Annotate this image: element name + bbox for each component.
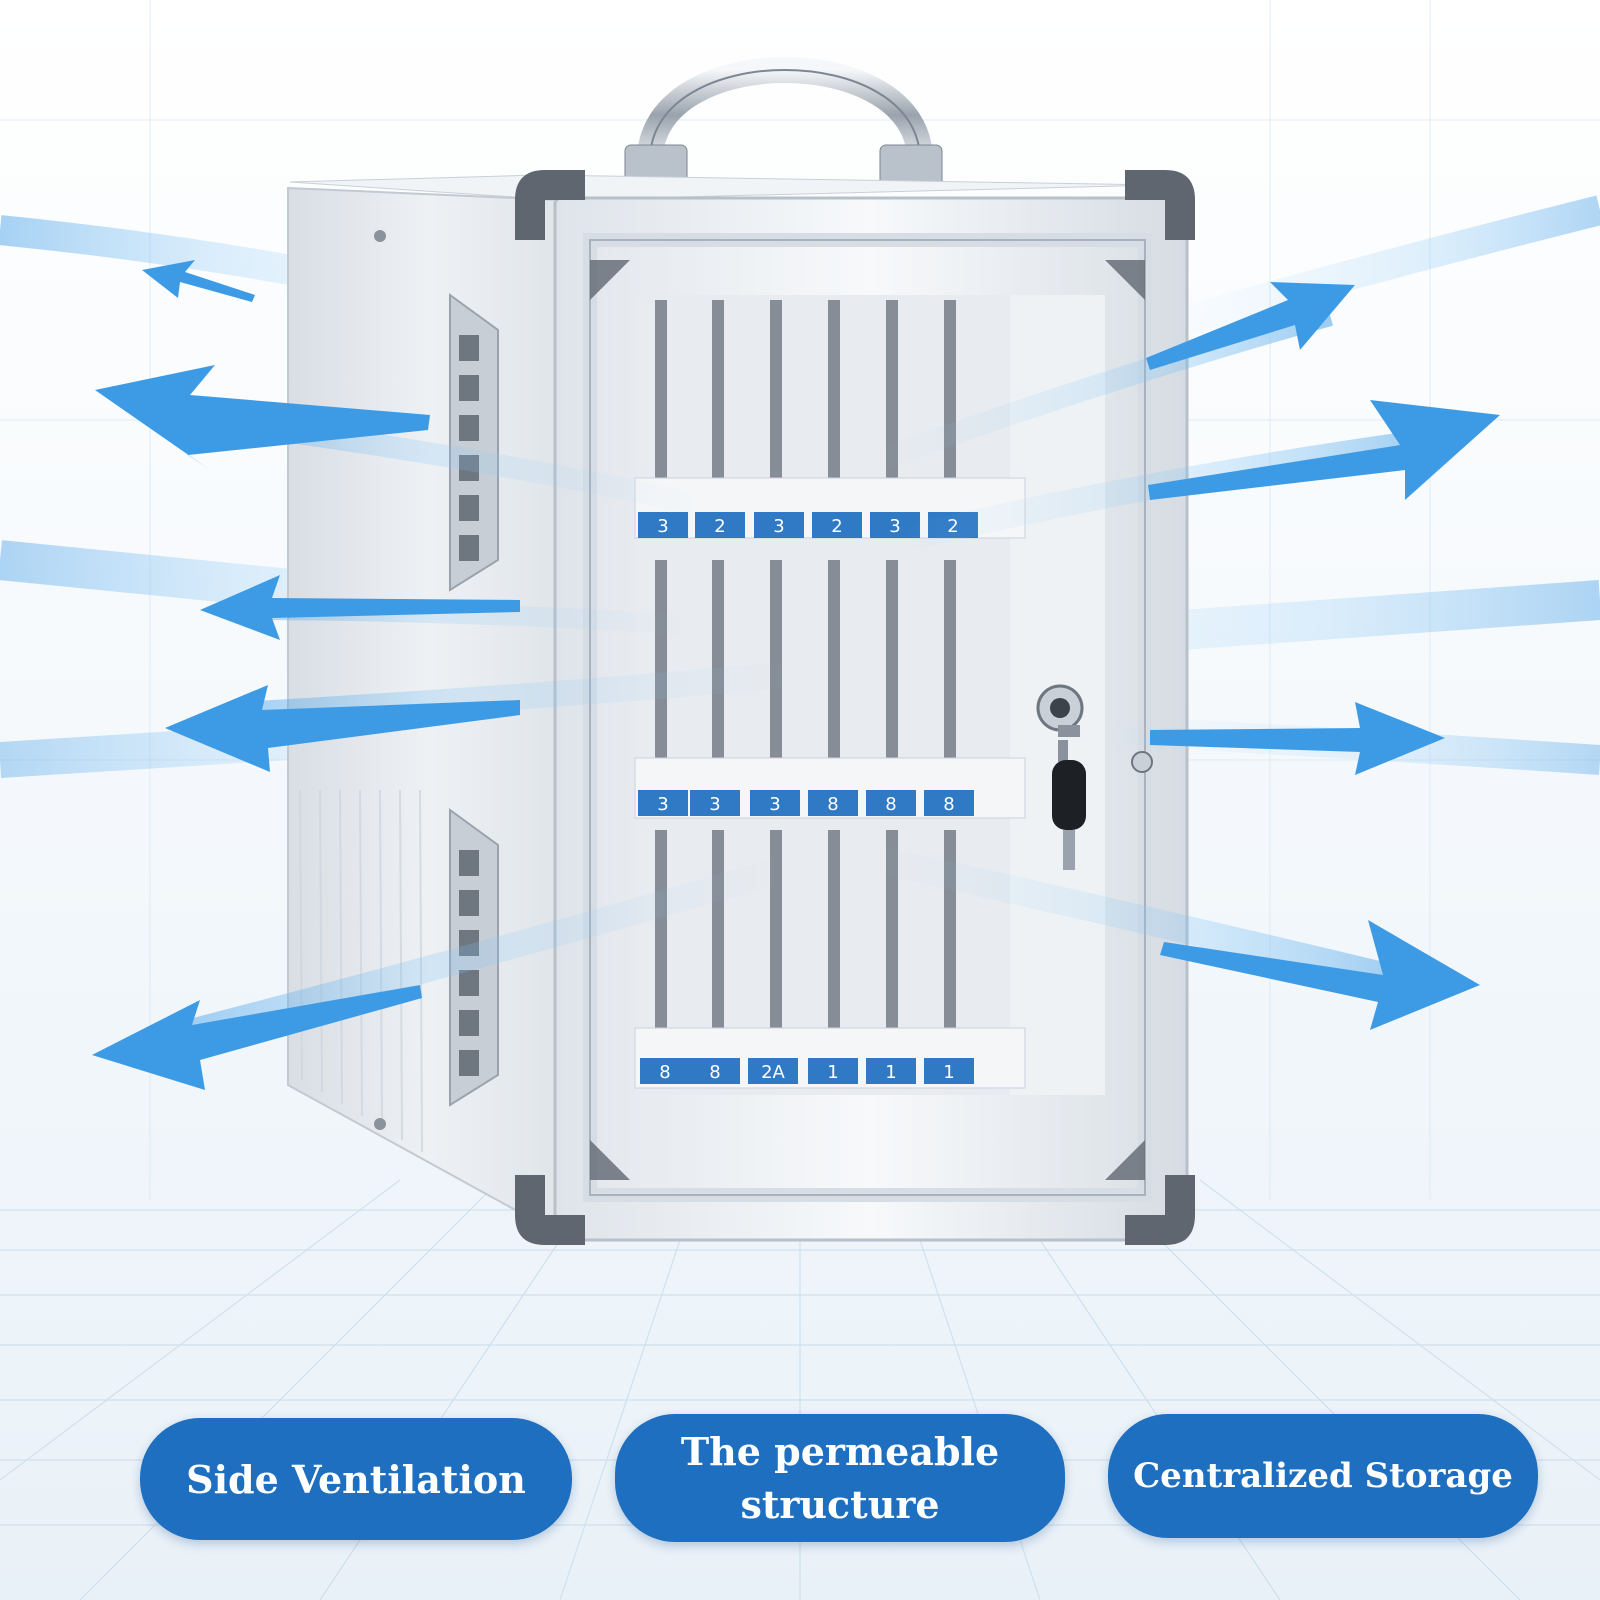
side-ventilation-text: Side Ventilation <box>186 1456 526 1502</box>
slot-tag <box>808 1058 858 1084</box>
slot-tag-label: 8 <box>659 1062 670 1083</box>
key-lock-icon[interactable] <box>1036 684 1153 870</box>
slot-tag-label: 3 <box>769 794 780 815</box>
key-fob <box>1052 760 1086 830</box>
slot-tag-label: 3 <box>889 516 900 537</box>
slot-tag <box>812 512 862 538</box>
slot-tag-label: 8 <box>885 794 896 815</box>
centralized-storage-label: Centralized Storage <box>1108 1414 1538 1538</box>
slot-tag <box>695 512 745 538</box>
centralized-storage-text: Centralized Storage <box>1133 1456 1513 1496</box>
slot-tag-label: 8 <box>709 1062 720 1083</box>
permeable-structure-label: The permeable structure <box>615 1414 1065 1542</box>
slot-tag <box>866 790 916 816</box>
slot-row-2: 3 3 3 8 8 8 <box>634 757 1026 819</box>
slot-tag-label: 1 <box>943 1062 954 1083</box>
side-ventilation-label: Side Ventilation <box>140 1418 572 1540</box>
airflow-arrow-icon <box>92 260 1500 1090</box>
slot-tag <box>690 790 740 816</box>
slot-tag <box>866 1058 916 1084</box>
slot-tag-label: 3 <box>709 794 720 815</box>
cabinet: 3 2 3 2 3 2 3 3 3 8 8 8 <box>287 57 1195 1245</box>
slot-tag <box>750 790 800 816</box>
slot-tag <box>924 1058 974 1084</box>
slot-tag <box>754 512 804 538</box>
slot-tag-label: 8 <box>943 794 954 815</box>
slot-tag-label: 3 <box>773 516 784 537</box>
slot-tag-label: 3 <box>657 794 668 815</box>
slot-tag-label: 2 <box>831 516 842 537</box>
slot-tag-label: 2A <box>761 1062 785 1083</box>
slot-tag-label: 8 <box>827 794 838 815</box>
slot-tag <box>638 512 688 538</box>
slot-tag-label: 2 <box>714 516 725 537</box>
slot-tag <box>638 790 688 816</box>
slot-tag <box>748 1058 798 1084</box>
permeable-structure-text: The permeable structure <box>680 1428 1000 1527</box>
slot-tag-label: 1 <box>827 1062 838 1083</box>
slot-dividers <box>655 300 956 1030</box>
slot-tag <box>690 1058 740 1084</box>
slot-tag-label: 1 <box>885 1062 896 1083</box>
slot-tag-label: 3 <box>657 516 668 537</box>
slot-tag <box>808 790 858 816</box>
corner-caps <box>515 170 1195 1245</box>
slot-tag <box>924 790 974 816</box>
slot-row-3: 8 8 2A 1 1 1 <box>634 1027 1026 1089</box>
slot-tag <box>640 1058 690 1084</box>
side-vent-upper <box>449 293 499 592</box>
